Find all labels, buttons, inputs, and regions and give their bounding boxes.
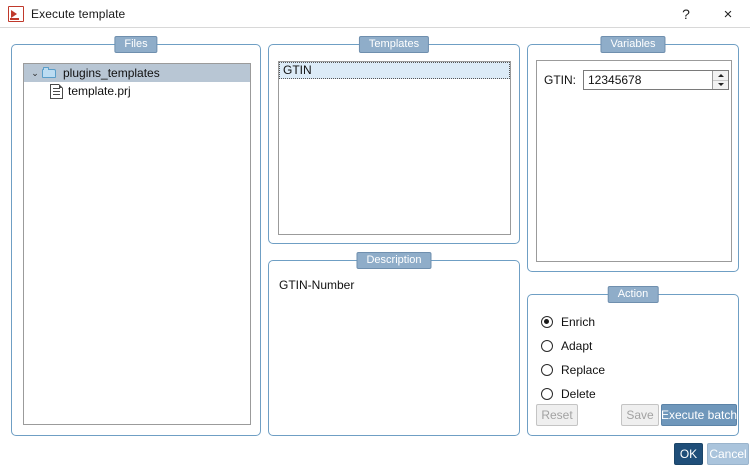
radio-icon[interactable] [541, 388, 553, 400]
radio-enrich[interactable]: Enrich [541, 314, 595, 330]
ok-button[interactable]: OK [674, 443, 703, 465]
templates-list[interactable]: GTIN [278, 61, 511, 235]
radio-label: Replace [561, 363, 606, 377]
variables-panel: GTIN: 12345678 [536, 60, 732, 262]
reset-button[interactable]: Reset [536, 404, 578, 426]
spin-up-icon[interactable] [713, 71, 728, 81]
chevron-down-icon[interactable]: ⌄ [31, 68, 39, 78]
app-icon [8, 5, 24, 22]
description-text: GTIN-Number [279, 278, 355, 292]
templates-group: Templates GTIN [268, 36, 520, 244]
title-bar: Execute template ? × [0, 0, 750, 28]
spin-down-icon[interactable] [713, 81, 728, 90]
tree-item-plugins-templates[interactable]: ⌄ plugins_templates [24, 64, 250, 82]
list-item[interactable]: GTIN [279, 62, 510, 79]
description-group: Description GTIN-Number [268, 252, 520, 436]
close-icon[interactable]: × [723, 5, 733, 23]
templates-group-title: Templates [358, 36, 430, 53]
variables-group: Variables GTIN: 12345678 [527, 36, 739, 272]
radio-icon[interactable] [541, 316, 553, 328]
radio-label: Enrich [561, 315, 596, 329]
title-bar-buttons: ? × [666, 0, 750, 28]
radio-label: Adapt [561, 339, 593, 353]
tree-item-label: plugins_templates [63, 66, 160, 80]
folder-icon [42, 66, 58, 80]
radio-icon[interactable] [541, 340, 553, 352]
files-group-title: Files [114, 36, 158, 53]
spinbox-buttons [712, 71, 728, 89]
variable-label: GTIN: [544, 73, 576, 87]
window-title: Execute template [31, 6, 126, 21]
variable-row-gtin: GTIN: 12345678 [544, 70, 729, 90]
radio-icon[interactable] [541, 364, 553, 376]
radio-delete[interactable]: Delete [541, 386, 596, 402]
variables-group-title: Variables [600, 36, 666, 53]
files-tree[interactable]: ⌄ plugins_templates template.prj [23, 63, 251, 425]
cancel-button[interactable]: Cancel [707, 443, 749, 465]
execute-batch-button[interactable]: Execute batch [661, 404, 737, 426]
action-group-title: Action [607, 286, 659, 303]
radio-label: Delete [561, 387, 596, 401]
files-group: Files ⌄ plugins_templates template.prj [11, 36, 261, 436]
description-group-title: Description [356, 252, 432, 269]
tree-item-label: template.prj [68, 84, 131, 98]
save-button[interactable]: Save [621, 404, 659, 426]
tree-item-template-prj[interactable]: template.prj [24, 82, 250, 100]
radio-adapt[interactable]: Adapt [541, 338, 592, 354]
radio-replace[interactable]: Replace [541, 362, 605, 378]
gtin-input[interactable]: 12345678 [588, 73, 642, 87]
help-icon[interactable]: ? [682, 6, 690, 22]
file-icon [50, 83, 63, 99]
gtin-spinbox[interactable]: 12345678 [583, 70, 729, 90]
